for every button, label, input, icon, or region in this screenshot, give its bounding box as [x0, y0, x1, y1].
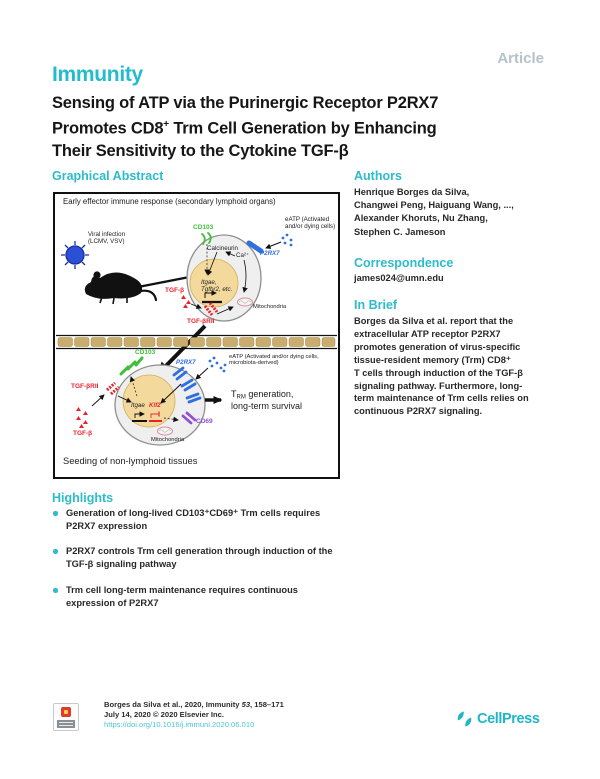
gene-promoter-top	[202, 290, 222, 304]
graphical-abstract-figure: Early effector immune response (secondar…	[53, 192, 340, 479]
p2rx7-receptor-bottom	[172, 366, 202, 404]
highlight-item: P2RX7 controls Trm cell generation throu…	[53, 545, 353, 571]
p2rx7-receptor-top	[246, 240, 264, 254]
tgfb-to-receptor-arrow-bottom	[91, 394, 105, 407]
p2rx7-label-bottom: P2RX7	[176, 359, 196, 366]
mitochondria-label-top: Mitochondria	[253, 304, 287, 310]
virus-icon	[61, 241, 89, 269]
cd69-receptor	[181, 411, 197, 425]
klf2-promoter-repressed	[149, 411, 162, 422]
title-line3: Their Sensitivity to the Cytokine TGF-β	[52, 141, 349, 160]
bullet-icon	[53, 588, 58, 593]
article-type-label: Article	[497, 50, 544, 67]
highlight-item: Generation of long-lived CD103⁺CD69⁺ Trm…	[53, 507, 353, 533]
paper-title: Sensing of ATP via the Purinergic Recept…	[52, 94, 439, 160]
tgfb-receptor-bottom	[106, 381, 120, 396]
itgae-promoter	[132, 411, 147, 422]
tgfb-ligand-top	[181, 295, 191, 308]
tgfbr-to-nucleus-arrow	[117, 395, 132, 403]
figure-drawing	[56, 232, 337, 446]
update-badge-text-block	[57, 720, 75, 728]
citation-block: Borges da Silva et al., 2020, Immunity 5…	[104, 700, 284, 729]
bullet-icon	[53, 549, 58, 554]
authors-heading: Authors	[354, 169, 402, 183]
correspondence-heading: Correspondence	[354, 256, 454, 270]
cellpress-swirl-icon	[457, 711, 472, 727]
seeding-label: Seeding of non-lymphoid tissues	[63, 456, 198, 466]
tgfb-label-bottom: TGF-β	[73, 430, 93, 437]
trm-outcome-label: TRM generation,long-term survival	[231, 389, 303, 412]
cd103-label-bottom: CD103	[135, 349, 156, 356]
viral-infection-label: Viral infection(LCMV, VSV)	[88, 231, 126, 245]
calcineurin-to-genes-arrow	[207, 251, 218, 276]
author-line: Henrique Borges da Silva,	[354, 187, 470, 197]
tgfb-receptor-top	[203, 302, 219, 316]
tgfb-ligand-bottom	[76, 407, 88, 428]
tgfb-to-receptor-arrow-top	[190, 303, 202, 309]
cd69-label: CD69	[196, 418, 213, 425]
highlight-item: Trm cell long-term maintenance requires …	[53, 584, 353, 610]
mouse-icon	[84, 271, 158, 305]
eatp-to-p2rx7-arrow-bottom	[195, 367, 209, 380]
author-line: Changwei Peng, Haiguang Wang, ...,	[354, 200, 514, 211]
graphical-abstract-heading: Graphical Abstract	[52, 169, 164, 183]
authors-list: Henrique Borges da Silva, Changwei Peng,…	[354, 186, 564, 239]
title-line1: Sensing of ATP via the Purinergic Recept…	[52, 94, 439, 112]
bullet-icon	[53, 511, 58, 516]
p2rx7-to-genes-arrow	[160, 383, 182, 404]
in-brief-text: Borges da Silva et al. report that the e…	[354, 316, 529, 417]
cd103-receptor-bottom	[119, 356, 144, 376]
cd103-label-top: CD103	[193, 224, 214, 231]
cd103-receptor-top	[201, 232, 212, 245]
tgfbrii-label-bottom: TGF-βRII	[71, 383, 99, 390]
p2rx7-label-top: P2RX7	[260, 250, 280, 257]
update-badge-emblem	[61, 707, 71, 717]
cellpress-logo[interactable]: CellPress	[456, 710, 540, 728]
highlights-heading: Highlights	[52, 491, 114, 505]
author-line: Stephen C. Jameson	[354, 226, 446, 237]
mitochondria-icon-bottom	[157, 426, 173, 436]
doi-link[interactable]: https://doi.org/10.1016/j.immuni.2020.06…	[104, 719, 255, 729]
genes-to-cd103-dashed-arrow	[129, 376, 138, 397]
calcineurin-label: Calcineurin	[207, 245, 238, 252]
citation-line2: July 14, 2020 © 2020 Elsevier Inc.	[104, 709, 225, 719]
update-badge-icon[interactable]	[53, 703, 79, 731]
journal-name: Immunity	[52, 63, 143, 86]
correspondence-email[interactable]: james024@umn.edu	[354, 273, 444, 283]
title-superscript: +	[163, 119, 169, 130]
calcium-label: Ca²⁺	[236, 252, 250, 259]
calcium-to-calcineurin-arrow	[225, 251, 236, 257]
tgfbrii-label-top: TGF-βRII	[187, 318, 215, 325]
title-line2: Promotes CD8	[52, 119, 164, 138]
eatp-to-p2rx7-arrow-top	[265, 241, 282, 249]
mitochondria-icon-top	[237, 297, 253, 307]
citation-line1: Borges da Silva et al., 2020, Immunity 5…	[104, 700, 284, 709]
klf2-gene-label: Klf2	[149, 402, 161, 409]
author-line: Alexander Khoruts, Nu Zhang,	[354, 213, 488, 224]
eatp-label-bottom: eATP (Activated and/or dying cells,micro…	[229, 354, 319, 367]
tgfb-label-top: TGF-β	[165, 287, 185, 294]
cellpress-wordmark: CellPress	[477, 711, 540, 727]
figure-panel-title: Early effector immune response (secondar…	[63, 197, 276, 206]
eatp-dots-bottom	[208, 356, 227, 373]
epithelial-barrier	[56, 334, 337, 350]
tgfb-receptor-signal-arrow	[216, 306, 234, 315]
eatp-dots-top	[281, 233, 293, 247]
klf2-to-cd69-dashed-arrow	[163, 416, 179, 423]
citation-volume: 53	[241, 700, 251, 709]
mitochondria-label-bottom: Mitochondria	[151, 437, 185, 443]
genes-label-top: Itgae,Tgfbr2, etc.	[201, 279, 233, 293]
in-brief-heading: In Brief	[354, 298, 398, 312]
calcium-to-mitochondria-arrow	[242, 259, 248, 293]
itgae-gene-label: Itgae	[131, 402, 145, 409]
